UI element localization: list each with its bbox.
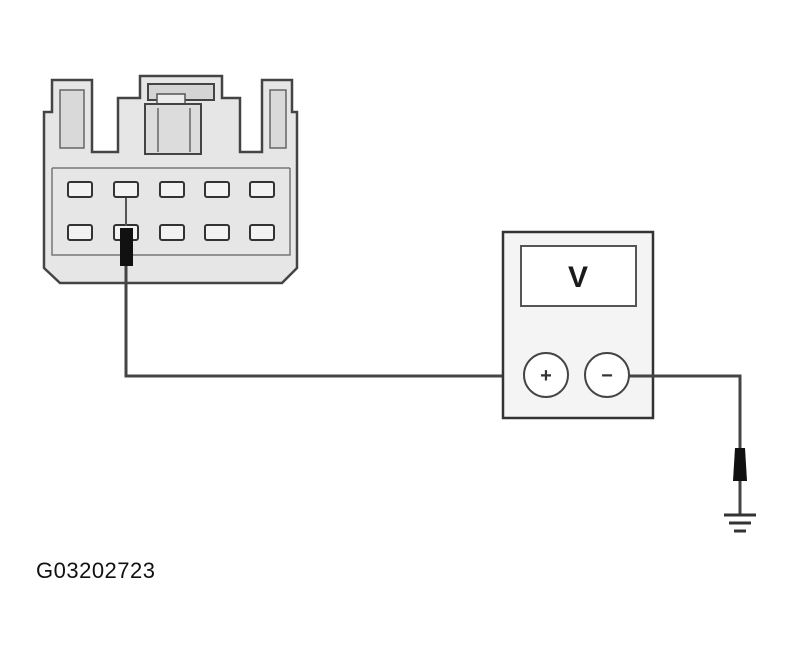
connector-lock-tab	[144, 83, 215, 155]
positive-lead-wire	[124, 266, 524, 378]
cavity	[204, 181, 230, 198]
voltmeter-display	[520, 245, 637, 307]
cavity-row-2	[67, 224, 275, 241]
ground-symbol-icon	[724, 513, 756, 533]
figure-id: G03202723	[36, 558, 156, 583]
cavity-row-1	[67, 181, 275, 198]
cavity	[67, 224, 93, 241]
connector-face-edge	[51, 167, 291, 256]
negative-lead-wire	[629, 374, 742, 448]
connector	[42, 74, 299, 285]
voltmeter: V + −	[501, 230, 655, 420]
cavity	[67, 181, 93, 198]
connector-right-ridge	[269, 89, 287, 149]
cavity	[159, 224, 185, 241]
cavity	[249, 224, 275, 241]
connector-body	[42, 74, 299, 285]
positive-terminal-label: +	[540, 365, 552, 387]
cavity	[113, 181, 139, 198]
cavity	[159, 181, 185, 198]
connector-left-ridge	[59, 89, 85, 149]
back-probe	[120, 228, 133, 266]
positive-terminal	[523, 352, 569, 398]
negative-terminal-label: −	[601, 365, 613, 387]
cavity	[204, 224, 230, 241]
voltmeter-display-label: V	[568, 261, 588, 294]
cavity	[249, 181, 275, 198]
ground-probe	[733, 448, 747, 481]
